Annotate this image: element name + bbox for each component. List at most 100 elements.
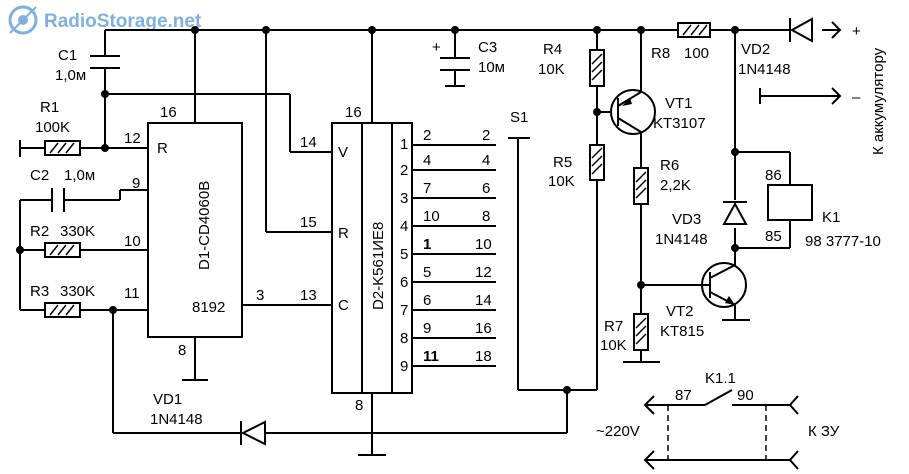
d2-out-number: 9 [400,358,408,375]
d2-out-number: 2 [400,162,408,179]
d2-out-pin: 10 [423,208,440,225]
resistor-r1: R1 100K [35,99,81,156]
d2-pin-14: 14 [300,134,317,151]
d1-pin-10: 10 [124,233,141,250]
d2-out-number: 8 [400,330,408,347]
vd1-value: 1N4148 [150,411,203,428]
d2-out-wire: 4 [482,152,490,169]
r5-value: 10K [548,173,575,190]
r2-ref: R2 [30,223,49,240]
diode-vd2: VD2 1N4148 [738,17,813,78]
d1-pin-3: 3 [256,287,264,304]
d2-out-wire: 10 [475,236,492,253]
r1-value: 100K [35,119,70,136]
k1-ref: K1 [822,209,840,226]
transistor-vt2: VT2 KT815 [660,262,747,340]
c2-ref: C2 [30,167,49,184]
relay-contact-k11: K1.1 87 90 [675,370,754,404]
d1-pin-r-label: R [157,140,168,157]
watermark-text: RadioStorage.net [44,11,202,32]
resistor-r3: R3 330K [30,283,95,318]
battery-minus-label: – [852,89,861,106]
k1-pin-85: 85 [765,228,782,245]
k11-pin-90: 90 [737,387,754,404]
r2-value: 330K [60,223,95,240]
resistor-r6: R6 2,2K [633,157,691,205]
s1-ref: S1 [510,109,528,126]
d2-out-pin: 1 [423,236,431,253]
d2-pin-15: 15 [300,214,317,231]
switch-s1: S1 [510,109,528,126]
r4-ref: R4 [543,41,562,58]
r8-value: 100 [684,45,709,62]
capacitor-c1: C1 1,0м [55,47,120,84]
k1-value: 98 3777-10 [805,233,881,250]
d2-out-wire: 16 [475,320,492,337]
relay-k1: 86 85 K1 98 3777-10 [765,167,881,250]
d1-name: D1-CD4060B [196,181,213,270]
d2-pin-13: 13 [300,287,317,304]
d2-out-wire: 14 [475,292,492,309]
vt2-value: KT815 [660,323,704,340]
d2-out-pin: 11 [423,348,439,365]
vd1-ref: VD1 [153,391,182,408]
d1-pin-16: 16 [160,104,177,121]
d2-pin-16: 16 [345,104,362,121]
d2-name: D2-K561ИЕ8 [370,222,387,310]
watermark-logo: RadioStorage.net [8,5,202,35]
k1-pin-86: 86 [765,167,782,184]
d2-out-wire: 12 [475,264,492,281]
d1-pin-9: 9 [132,175,140,192]
capacitor-c2: C2 1,0м [30,167,95,212]
vd2-value: 1N4148 [738,61,791,78]
vd2-ref: VD2 [741,41,770,58]
resistor-r2: R2 330K [30,223,95,258]
c3-polarity: + [432,39,441,56]
r7-value: 10K [600,337,627,354]
d2-out-pin: 7 [423,180,431,197]
d2-out-pin: 2 [423,127,431,144]
d2-pin-c-label: C [338,297,349,314]
resistor-r4: R4 10K [538,41,605,87]
vd3-value: 1N4148 [655,231,708,248]
d2-out-wire: 6 [482,180,490,197]
capacitor-c3: + C3 10м [432,39,505,87]
diode-vd1: VD1 1N4148 [150,391,266,446]
r1-ref: R1 [40,99,59,116]
k11-pin-87: 87 [675,387,692,404]
d1-pin-8: 8 [178,342,186,359]
terminals: + – К аккумулятору ~220V К ЗУ [596,23,887,440]
d2-pin-8: 8 [355,397,363,414]
d2-pin-r-label: R [338,225,349,242]
d2-out-pin: 6 [423,292,431,309]
d2-out-number: 1 [400,136,408,153]
d2-pin-v-label: V [338,144,348,161]
ic-d2: V R C D2-K561ИЕ8 16 14 15 13 8 1 2 2 2 4… [300,104,492,414]
resistor-r5: R5 10K [548,144,605,190]
r8-ref: R8 [651,45,670,62]
d2-out-pin: 5 [423,264,431,281]
c3-value: 10м [478,59,505,76]
c3-ref: C3 [478,39,497,56]
resistor-r7: R7 10K [600,313,649,354]
r3-value: 330K [60,283,95,300]
diode-vd3: VD3 1N4148 [655,201,748,248]
d2-out-number: 6 [400,274,408,291]
d2-out-pin: 9 [423,320,431,337]
r6-ref: R6 [660,157,679,174]
d2-out-pin: 4 [423,152,431,169]
r3-ref: R3 [30,283,49,300]
resistor-r8: R8 100 [651,22,711,62]
r6-value: 2,2K [660,177,691,194]
d1-pin-12: 12 [124,130,141,147]
battery-plus-label: + [852,23,861,40]
d2-out-number: 7 [400,302,408,319]
d2-out-wire: 2 [482,127,490,144]
d2-out-number: 4 [400,218,408,235]
r4-value: 10K [538,61,565,78]
battery-label: К аккумулятору [870,47,887,155]
charger-label: К ЗУ [808,423,840,440]
mains-label: ~220V [596,423,640,440]
junction-dots [16,26,739,394]
